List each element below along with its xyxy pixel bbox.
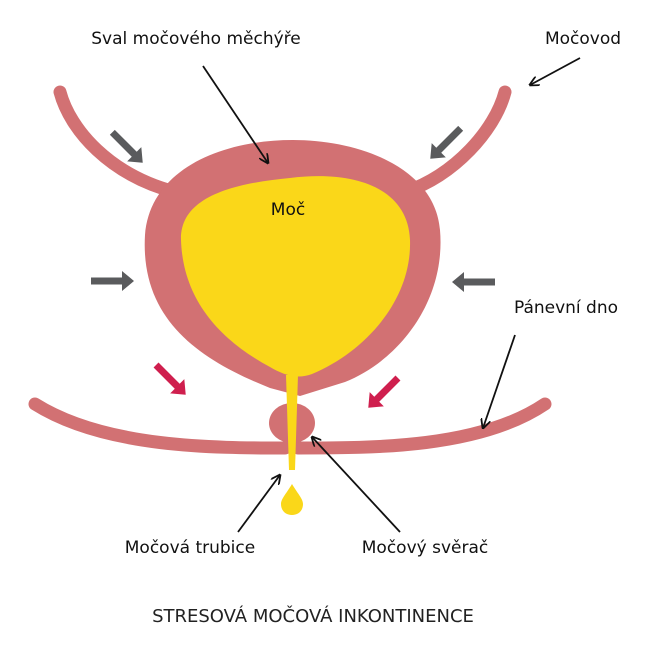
label-sphincter: Močový svěrač (362, 538, 488, 558)
pressure-arrow-middle-right (452, 272, 495, 292)
urine-fill (180, 176, 411, 377)
urethra (286, 375, 298, 470)
pointer-urethra (237, 475, 280, 533)
leak-arrow-right (368, 375, 401, 408)
pelvic-floor-right (291, 397, 552, 455)
label-bladder-muscle: Sval močového měchýře (91, 29, 300, 49)
label-urine: Moč (271, 200, 305, 220)
pointer-ureter (530, 57, 581, 85)
pointer-pelvic-floor (483, 334, 516, 428)
pressure-arrow-middle-left (91, 271, 134, 291)
label-pelvic-floor: Pánevní dno (514, 298, 618, 318)
pressure-arrow-upper-left (109, 129, 143, 163)
pressure-arrow-upper-right (430, 125, 464, 159)
ureter-right (398, 85, 512, 199)
leak-arrow-left (153, 362, 186, 395)
label-urethra: Močová trubice (125, 538, 255, 558)
pelvic-floor-left (28, 397, 292, 455)
ureter-left (53, 85, 182, 199)
pointer-sphincter (312, 437, 401, 533)
urine-droplet (281, 484, 303, 515)
caption: STRESOVÁ MOČOVÁ INKONTINENCE (152, 605, 474, 627)
pointer-bladder-muscle (202, 65, 268, 163)
label-ureter: Močovod (545, 29, 621, 49)
